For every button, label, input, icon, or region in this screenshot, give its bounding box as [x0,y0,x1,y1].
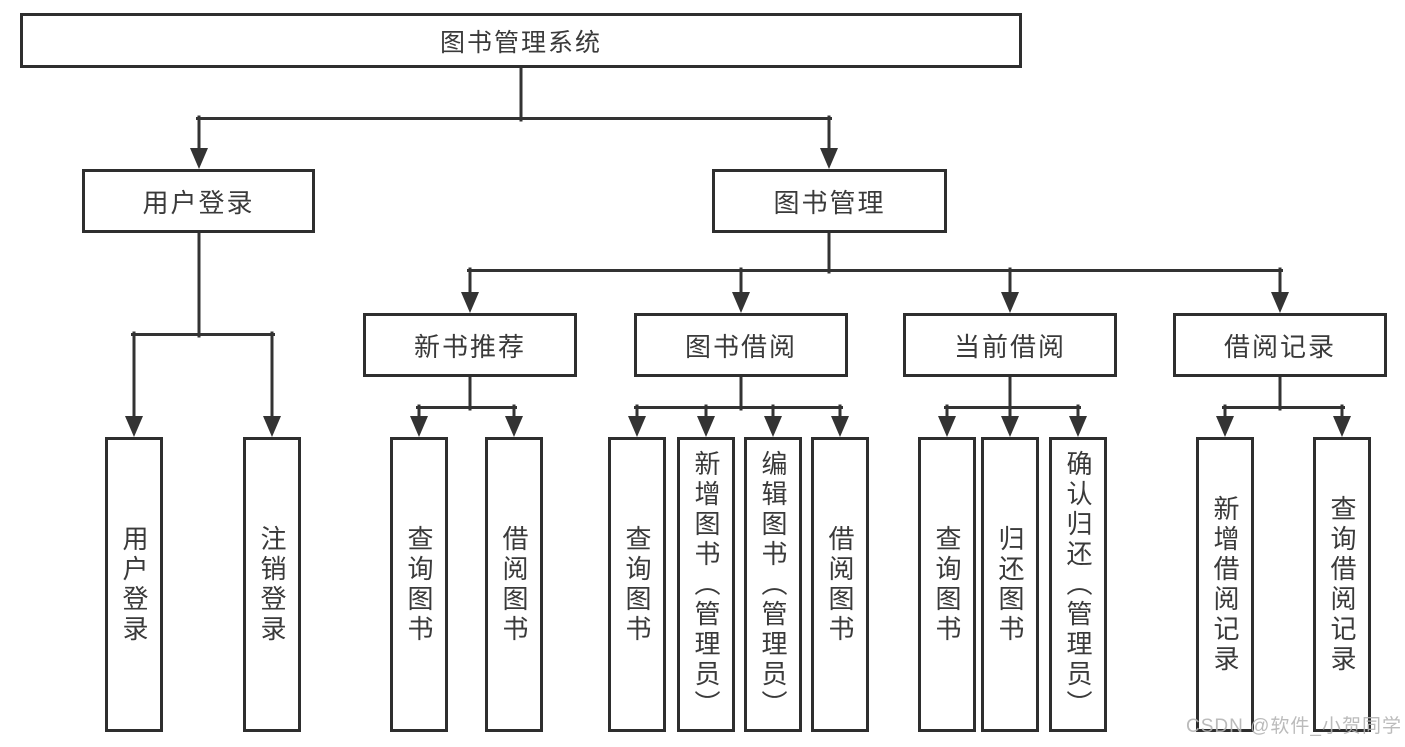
connector-book-borrow-to-leaves [628,373,849,437]
arrowhead [1001,292,1019,313]
arrowhead [461,292,479,313]
node-label: 用户登录 [142,187,255,218]
arrowhead [938,416,956,437]
leaf-borrow-add-book-admin: 新增图书（管理员） [677,437,735,732]
arrowhead [1271,292,1289,313]
leaf-record-add-record: 新增借阅记录 [1196,437,1254,732]
leaf-label: 查询借阅记录 [1327,494,1357,675]
connector-current-borrow-to-leaves [938,373,1087,437]
arrowhead [628,416,646,437]
leaf-label: 查询图书 [932,524,962,645]
arrowhead [125,416,143,437]
connector-root-to-level2 [190,64,838,169]
node-borrow-record: 借阅记录 [1173,313,1387,377]
node-label: 新书推荐 [413,331,526,362]
arrowhead [732,292,750,313]
leaf-user-login: 用户登录 [105,437,163,732]
leaf-label: 新增借阅记录 [1210,494,1240,675]
leaf-label: 确认归还（管理员） [1063,449,1093,720]
arrowhead [764,416,782,437]
arrowhead [505,416,523,437]
leaf-recommend-query-book: 查询图书 [390,437,448,732]
node-label: 图书管理 [773,187,886,218]
leaf-logout: 注销登录 [243,437,301,732]
node-current-borrow: 当前借阅 [903,313,1117,377]
arrowhead [1333,416,1351,437]
leaf-label: 借阅图书 [499,524,529,645]
leaf-label: 编辑图书（管理员） [758,449,788,720]
node-label: 借阅记录 [1223,331,1336,362]
connector-new-book-recommend-to-leaves [410,373,523,437]
leaf-current-return-book: 归还图书 [981,437,1039,732]
arrowhead [697,416,715,437]
leaf-record-query-record: 查询借阅记录 [1313,437,1371,732]
arrowhead [1069,416,1087,437]
leaf-label: 新增图书（管理员） [691,449,721,720]
arrowhead [1001,416,1019,437]
node-book-management: 图书管理 [712,169,947,233]
node-book-borrow: 图书借阅 [634,313,848,377]
leaf-current-query-book: 查询图书 [918,437,976,732]
leaf-label: 归还图书 [995,524,1025,645]
arrowhead [410,416,428,437]
csdn-watermark: CSDN @软件_小贺同学 [1186,716,1402,737]
node-new-book-recommend: 新书推荐 [363,313,577,377]
leaf-borrow-query-book: 查询图书 [608,437,666,732]
leaf-current-confirm-return-admin: 确认归还（管理员） [1049,437,1107,732]
connector-borrow-record-to-leaves [1216,373,1351,437]
leaf-label: 查询图书 [622,524,652,645]
node-root-system: 图书管理系统 [20,13,1022,68]
leaf-label: 注销登录 [257,524,287,645]
leaf-borrow-borrow-book: 借阅图书 [811,437,869,732]
node-user-login: 用户登录 [82,169,315,233]
node-label: 图书管理系统 [439,28,602,57]
leaf-label: 借阅图书 [825,524,855,645]
leaf-label: 查询图书 [404,524,434,645]
leaf-recommend-borrow-book: 借阅图书 [485,437,543,732]
node-label: 当前借阅 [953,331,1066,362]
arrowhead [190,148,208,169]
connector-book-management-to-level3 [461,229,1289,313]
arrowhead [1216,416,1234,437]
leaf-label: 用户登录 [119,524,149,645]
arrowhead [820,148,838,169]
arrowhead [831,416,849,437]
arrowhead [263,416,281,437]
leaf-borrow-edit-book-admin: 编辑图书（管理员） [744,437,802,732]
node-label: 图书借阅 [684,331,797,362]
connector-user-login-to-leaves [125,229,281,437]
